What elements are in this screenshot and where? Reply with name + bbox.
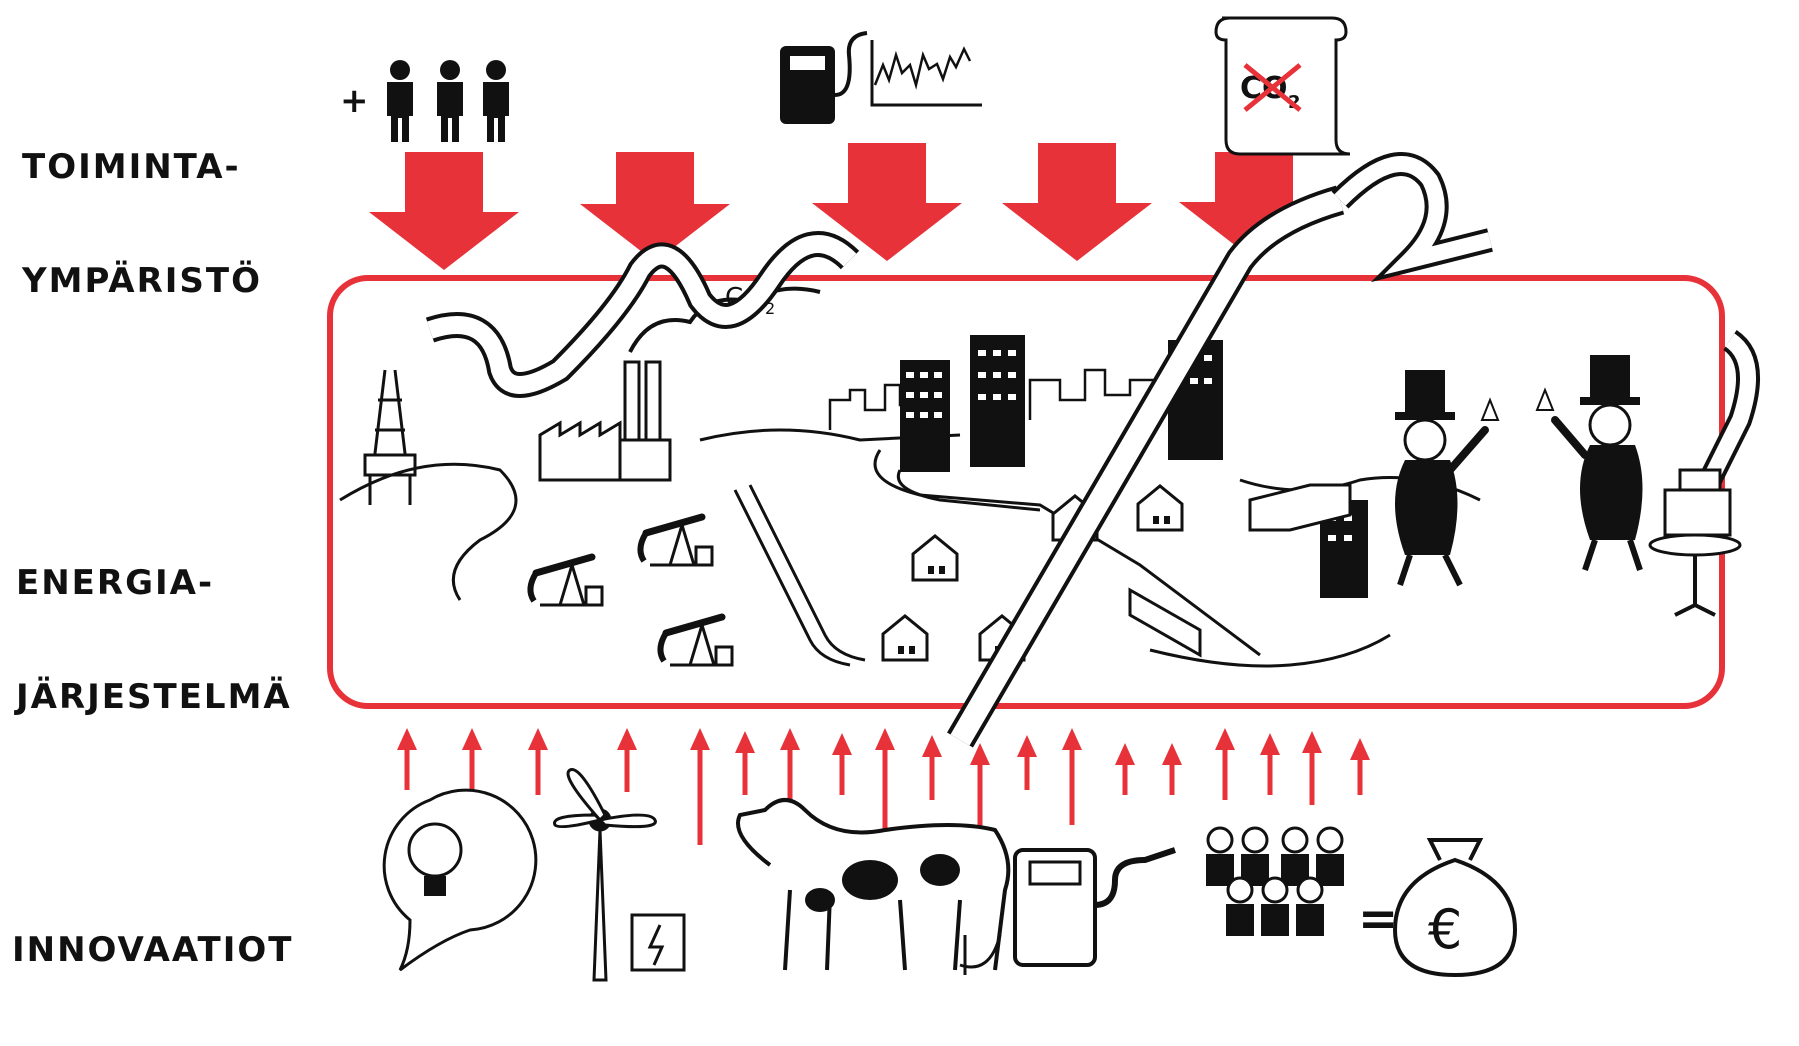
lightbulb-icon: [384, 790, 536, 970]
innovation-arrow: [922, 735, 942, 800]
innovation-arrow: [1350, 738, 1370, 795]
cow-icon: [738, 800, 1008, 975]
innovation-arrow: [832, 733, 852, 795]
wind-turbine-icon: [555, 770, 685, 980]
pressure-arrow: [1002, 143, 1152, 261]
house-icon: [1138, 486, 1182, 530]
pumpjack-icon: [640, 517, 712, 565]
money-bag-euro: €: [1428, 898, 1462, 961]
co2-scroll-icon: CO 2: [1216, 18, 1350, 154]
innovation-arrow: [397, 728, 417, 790]
innovation-arrow: [780, 728, 800, 800]
diagram-canvas: + CO 2: [0, 0, 1799, 984]
price-chart-icon: [872, 40, 982, 105]
house-icon: [883, 616, 927, 660]
innovation-arrow: [1215, 728, 1235, 800]
energy-system-diagram: TOIMINTA- YMPÄRISTÖ ENERGIA- JÄRJESTELMÄ…: [0, 0, 1799, 984]
cash-register-icon: [1650, 470, 1740, 615]
innovation-arrow: [735, 731, 755, 795]
innovation-arrow: [617, 728, 637, 792]
scroll-co2-text: CO: [1240, 71, 1288, 106]
innovation-arrow: [1062, 728, 1082, 825]
people-group-icon: +: [340, 60, 509, 142]
innovation-arrow: [1017, 735, 1037, 790]
house-icon: [913, 536, 957, 580]
fuel-pump-icon: [780, 33, 867, 124]
innovation-arrow: [1260, 733, 1280, 795]
innovation-arrow: [690, 728, 710, 845]
innovation-arrow: [528, 728, 548, 795]
tycoons-icon: [1395, 355, 1643, 585]
plus-sign: +: [340, 81, 369, 121]
city-buildings-icon: [830, 335, 1368, 598]
coastline: [340, 464, 516, 600]
equals-sign: =: [1358, 891, 1398, 947]
innovation-arrow: [1115, 743, 1135, 795]
pumpjack-icon: [660, 617, 732, 665]
pressure-arrow: [369, 152, 519, 270]
pumpjack-icon: [530, 557, 602, 605]
crowd-euro-icon: [1206, 828, 1344, 936]
oil-rig-icon: [365, 370, 415, 505]
innovation-arrow: [1302, 731, 1322, 805]
money-bag-icon: €: [1395, 840, 1515, 975]
innovation-arrow: [1162, 743, 1182, 795]
